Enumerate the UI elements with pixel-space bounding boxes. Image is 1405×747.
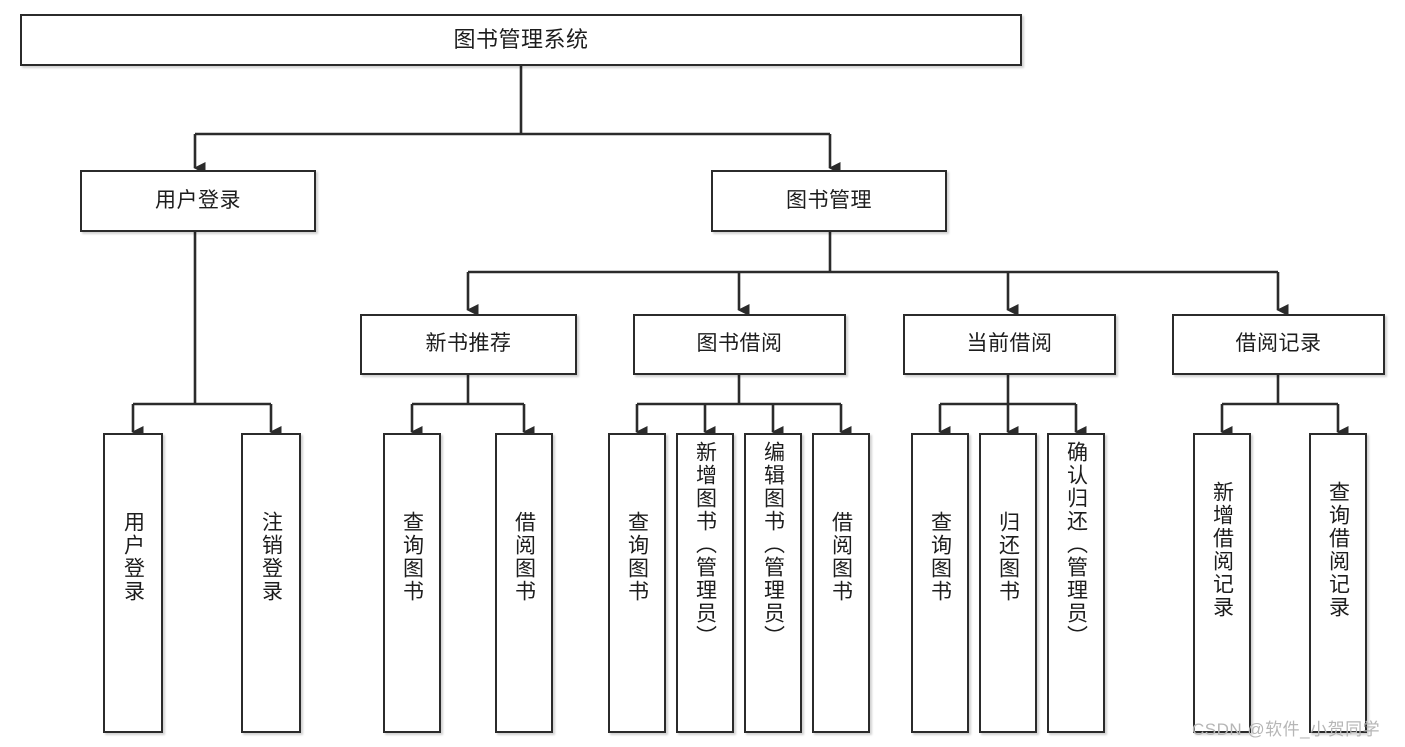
node-label: 注销登录 (259, 511, 283, 603)
leaf-user-login[interactable]: 用户登录 (103, 433, 163, 733)
node-user-login[interactable]: 用户登录 (80, 170, 316, 232)
leaf-recommend-query-book[interactable]: 查询图书 (383, 433, 441, 733)
node-label: 查询借阅记录 (1326, 481, 1350, 619)
node-current-borrow[interactable]: 当前借阅 (903, 314, 1116, 375)
leaf-recommend-borrow-book[interactable]: 借阅图书 (495, 433, 553, 733)
node-label: 归还图书 (996, 511, 1020, 603)
node-label: 借阅图书 (829, 511, 853, 603)
node-label: 图书管理 (786, 188, 872, 212)
node-label: 查询图书 (625, 511, 649, 603)
node-new-book-recommend[interactable]: 新书推荐 (360, 314, 577, 375)
leaf-current-return-book[interactable]: 归还图书 (979, 433, 1037, 733)
node-label: 当前借阅 (966, 332, 1053, 356)
node-label: 图书管理系统 (453, 27, 589, 53)
node-label: 查询图书 (928, 511, 952, 603)
node-book-borrow[interactable]: 图书借阅 (633, 314, 846, 375)
node-label: 新书推荐 (425, 332, 512, 356)
leaf-current-query-book[interactable]: 查询图书 (911, 433, 969, 733)
node-label: 用户登录 (155, 188, 241, 212)
leaf-user-logout[interactable]: 注销登录 (241, 433, 301, 733)
node-root-system[interactable]: 图书管理系统 (20, 14, 1022, 66)
node-label: 查询图书 (400, 511, 424, 603)
leaf-borrow-borrow-book[interactable]: 借阅图书 (812, 433, 870, 733)
leaf-current-confirm-return-admin[interactable]: 确认归还（管理员） (1047, 433, 1105, 733)
node-label: 用户登录 (121, 511, 145, 603)
node-label: 新增借阅记录 (1210, 481, 1234, 619)
node-label: 借阅图书 (512, 511, 536, 603)
node-label: 编辑图书（管理员） (761, 441, 785, 648)
leaf-records-query-record[interactable]: 查询借阅记录 (1309, 433, 1367, 733)
leaf-records-add-record[interactable]: 新增借阅记录 (1193, 433, 1251, 733)
leaf-borrow-query-book[interactable]: 查询图书 (608, 433, 666, 733)
node-label: 新增图书（管理员） (693, 441, 717, 648)
leaf-borrow-edit-book-admin[interactable]: 编辑图书（管理员） (744, 433, 802, 733)
node-borrow-records[interactable]: 借阅记录 (1172, 314, 1385, 375)
node-label: 图书借阅 (696, 332, 783, 356)
node-label: 借阅记录 (1235, 332, 1322, 356)
node-book-management[interactable]: 图书管理 (711, 170, 947, 232)
csdn-watermark: CSDN @软件_小贺同学 (1192, 720, 1381, 739)
node-label: 确认归还（管理员） (1064, 441, 1088, 648)
leaf-borrow-add-book-admin[interactable]: 新增图书（管理员） (676, 433, 734, 733)
